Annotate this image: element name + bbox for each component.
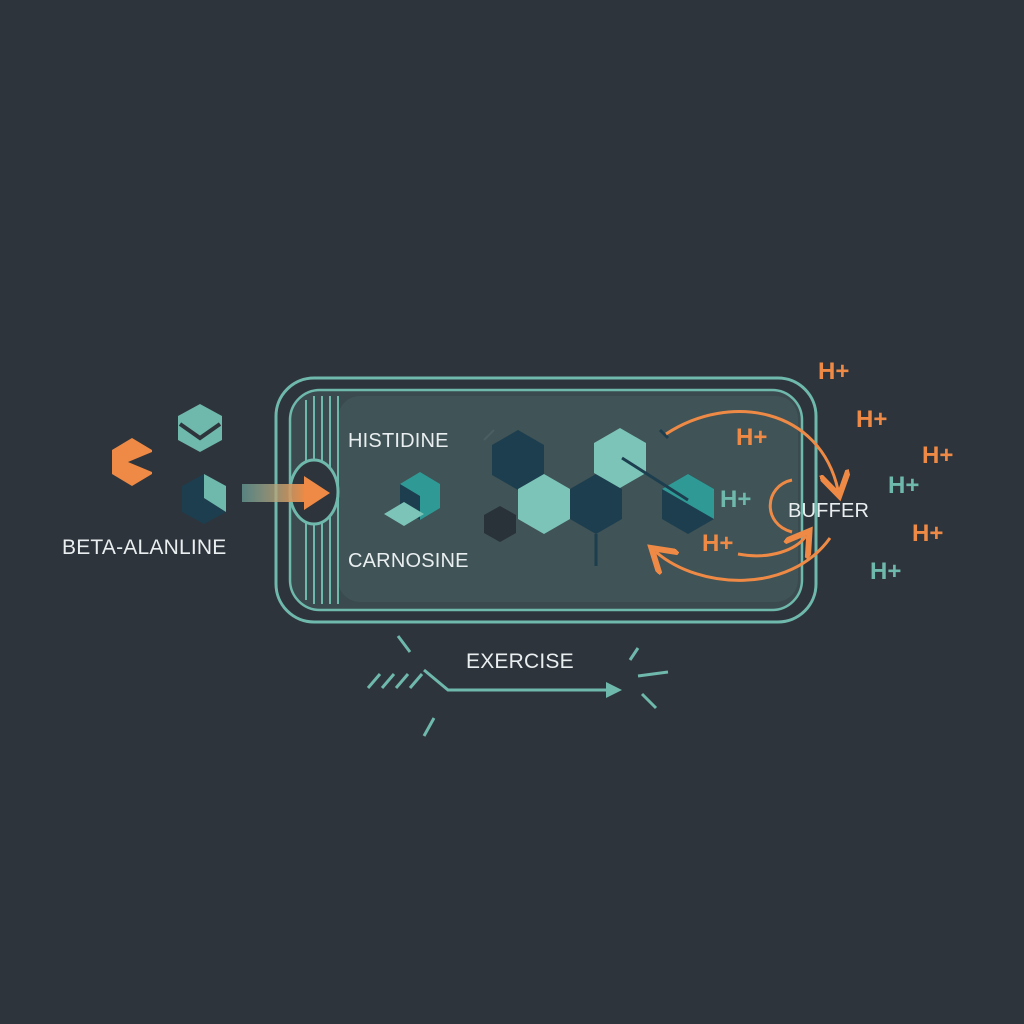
hydrogen-ion: H+: [922, 442, 954, 469]
buffer-label: BUFFER: [788, 500, 870, 522]
motion-tick: [422, 717, 436, 737]
hydrogen-ion: H+: [720, 486, 752, 513]
hydrogen-ion: H+: [888, 472, 920, 499]
carnosine-structure: [483, 428, 714, 566]
hydrogen-ion: H+: [856, 406, 888, 433]
import-arrow: [242, 476, 330, 510]
hydrogen-ion: H+: [912, 520, 944, 547]
beta-alanine-molecules: [112, 404, 226, 524]
buffer-arrow-bottom: [656, 537, 832, 582]
buffer-arrow-top: [665, 410, 838, 490]
beta-alanine-label: BETA-ALANLINE: [62, 536, 227, 559]
hydrogen-ion: H+: [736, 424, 768, 451]
hydrogen-ion: H+: [702, 530, 734, 557]
buffer-arrow-inner-bottom: [737, 536, 806, 556]
exercise-arrow: [366, 635, 669, 737]
histidine-molecule-icon: [384, 472, 440, 526]
motion-tick: [396, 635, 412, 653]
hydrogen-ion: H+: [870, 558, 902, 585]
motion-tick: [640, 692, 658, 710]
carnosine-label: CARNOSINE: [348, 550, 469, 572]
buffer-cycle-arrows: [656, 410, 838, 582]
histidine-label: HISTIDINE: [348, 430, 449, 452]
exercise-label: EXERCISE: [466, 650, 574, 673]
hexagon-teal-icon: [178, 404, 222, 452]
hydrogen-ion: H+: [818, 358, 850, 385]
motion-tick: [637, 670, 669, 678]
motion-tick: [628, 647, 640, 661]
